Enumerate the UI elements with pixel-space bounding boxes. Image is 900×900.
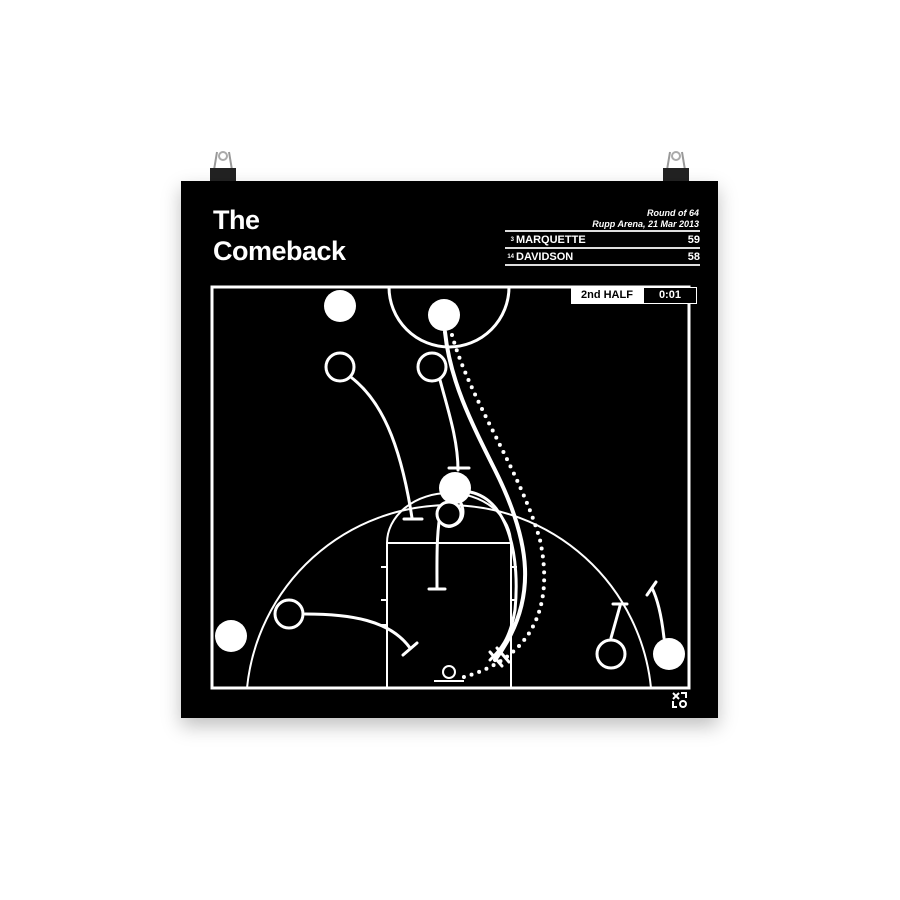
defense-player [435,500,463,528]
offense-player [653,638,685,670]
defense-player [273,598,305,630]
team-seed: 3 [510,236,514,243]
scoreboard: 3 MARQUETTE 59 14 DAVIDSON 58 [505,230,700,266]
poster-title: The Comeback [213,205,346,267]
dribble-path [443,330,528,662]
three-point-arc [246,504,652,689]
period-label: 2nd HALF [571,287,643,304]
lane-hashes [381,566,517,626]
lane [386,542,512,689]
cut-path [303,612,412,650]
pass-path [468,490,518,662]
poster: The Comeback Round of 64 Rupp Arena, 21 … [181,181,718,718]
game-info: Round of 64 Rupp Arena, 21 Mar 2013 [592,208,699,230]
defense-players [273,351,627,670]
game-clock: 2nd HALF 0:01 [571,287,697,304]
team-row: 14 DAVIDSON 58 [505,247,700,266]
team-name: DAVIDSON [516,250,574,263]
offense-player [215,620,247,652]
court-diagram [210,285,691,708]
defense-player [324,351,356,383]
team-name: MARQUETTE [516,233,586,246]
clock-time: 0:01 [642,287,697,304]
defense-player [416,351,448,383]
play-paths [303,330,666,680]
screen-marker [401,641,419,657]
screen-marker [645,580,658,597]
offense-players [215,290,685,670]
basketball-icon [442,665,456,679]
cut-path [438,378,460,472]
team-seed: 14 [507,253,514,260]
defense-player [595,638,627,670]
xo-logo-icon [672,692,687,708]
round: Round of 64 [647,208,699,218]
offense-player [324,290,356,322]
team-score: 58 [687,250,700,263]
team-score: 59 [687,233,700,246]
cut-path [609,604,622,640]
offense-player [428,299,460,331]
title-line-2: Comeback [213,236,346,266]
offense-player [439,472,471,504]
ball-path [450,333,547,680]
venue-date: Rupp Arena, 21 Mar 2013 [592,219,699,229]
screen-marker [488,646,511,668]
cut-path [350,376,414,520]
title-line-1: The [213,205,260,235]
team-row: 3 MARQUETTE 59 [505,230,700,247]
cut-path [650,586,666,640]
